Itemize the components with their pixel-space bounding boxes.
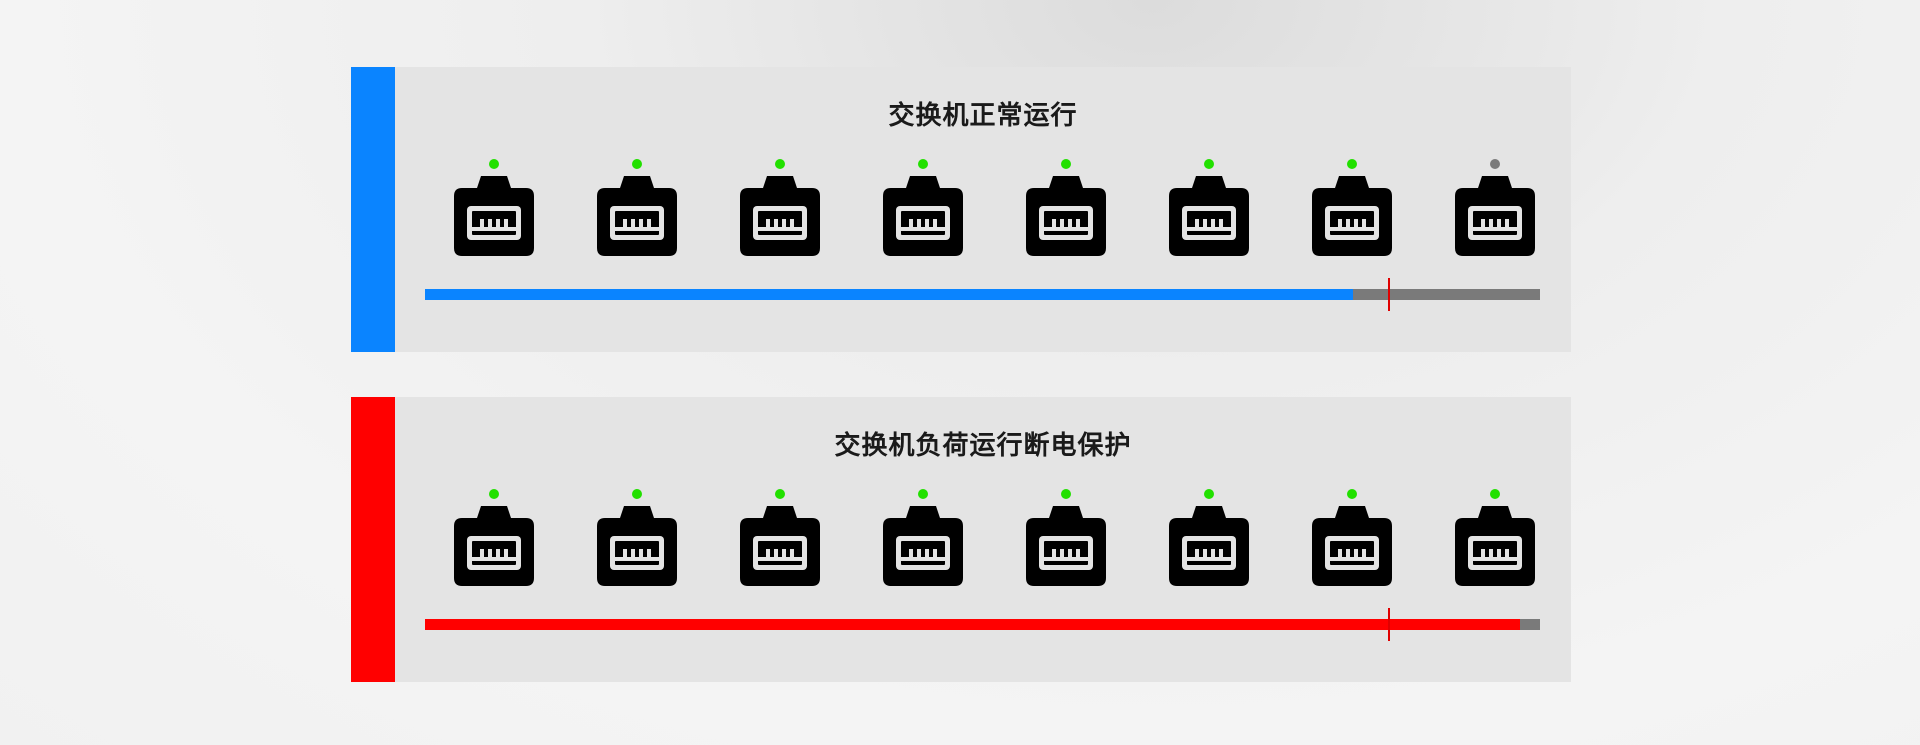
status-led (918, 489, 928, 499)
load-threshold-marker (1388, 608, 1391, 641)
status-led (632, 159, 642, 169)
status-led (1347, 159, 1357, 169)
load-bar (425, 278, 1540, 311)
load-threshold-marker (1388, 278, 1391, 311)
port-4 (883, 159, 963, 259)
status-led (1204, 489, 1214, 499)
port-4 (883, 489, 963, 589)
status-led (775, 489, 785, 499)
status-led (1490, 489, 1500, 499)
switch-panel-protection: 交换机负荷运行断电保护 (351, 397, 1571, 682)
port-8 (1455, 489, 1535, 589)
status-led (1347, 489, 1357, 499)
load-bar-fill (425, 289, 1353, 300)
panel-title: 交换机正常运行 (888, 101, 1078, 131)
port-6 (1169, 489, 1249, 589)
port-5 (1026, 159, 1106, 259)
port-7 (1312, 159, 1392, 259)
port-2 (597, 489, 677, 589)
status-led (1490, 159, 1500, 169)
switch-panel-normal: 交换机正常运行 (351, 67, 1571, 352)
panel-accent-bar (351, 67, 395, 352)
port-2 (597, 159, 677, 259)
port-8 (1455, 159, 1535, 259)
status-led (918, 159, 928, 169)
port-1 (454, 159, 534, 259)
port-3 (740, 159, 820, 259)
port-5 (1026, 489, 1106, 589)
port-3 (740, 489, 820, 589)
load-bar (425, 608, 1540, 641)
port-1 (454, 489, 534, 589)
port-7 (1312, 489, 1392, 589)
status-led (1061, 489, 1071, 499)
panel-title: 交换机负荷运行断电保护 (834, 431, 1132, 461)
status-led (632, 489, 642, 499)
port-6 (1169, 159, 1249, 259)
status-led (775, 159, 785, 169)
panel-accent-bar (351, 397, 395, 682)
status-led (1061, 159, 1071, 169)
status-led (1204, 159, 1214, 169)
status-led (489, 489, 499, 499)
status-led (489, 159, 499, 169)
load-bar-fill (425, 619, 1520, 630)
